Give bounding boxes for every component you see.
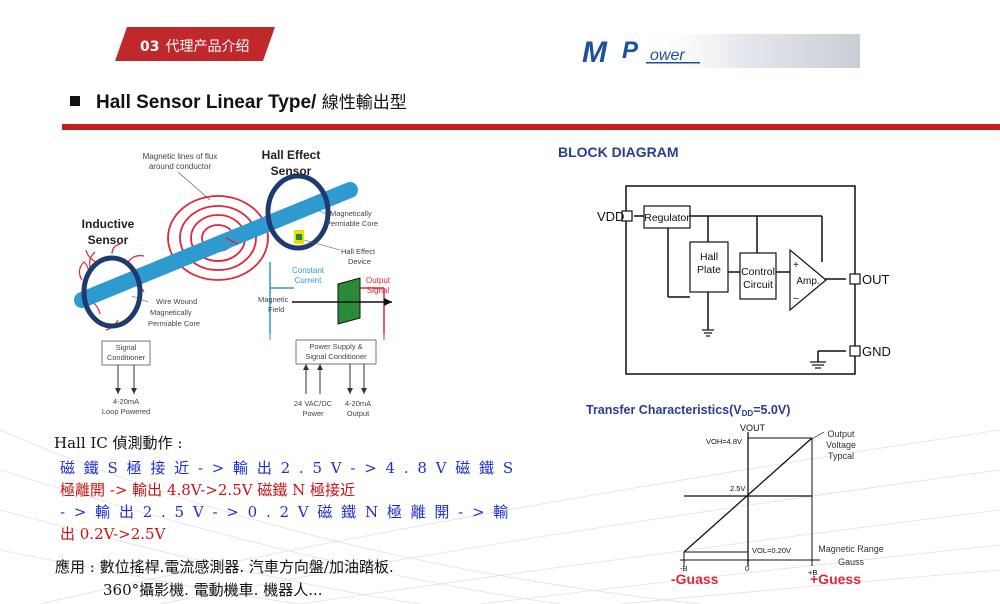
logo-p: P [622,37,639,64]
label-magnetic-field-1: Magnetic [258,295,289,304]
label-inductive-2: Sensor [88,233,129,247]
label-out-2: Output [347,409,370,418]
regulator-label: Regulator [644,212,690,224]
out-pin-label: OUT [862,272,890,287]
applications-line-1: 應用 : 數位搖桿.電流感測器. 汽車方向盤/加油踏板. [55,558,394,576]
label-output-signal-1: Output [366,276,391,285]
label-vac-1: 24 VAC/DC [294,399,333,408]
section-tag-background [115,27,275,61]
label-wire-wound-2: Magnetically [150,308,192,317]
applications: 應用 : 數位搖桿.電流感測器. 汽車方向盤/加油踏板. 360°攝影機. 電動… [55,556,394,600]
page-title: Hall Sensor Linear Type/ 線性輸出型 [70,88,407,114]
label-vac-2: Power [302,409,324,418]
tick-neg-b: -B [680,564,688,573]
label-magnetic-field-2: Field [268,305,284,314]
label-hall-device-2: Device [348,257,371,266]
label-flux-1: Magnetic lines of flux [143,152,218,161]
block-diagram: BLOCK DIAGRAM [558,144,891,375]
voh-label: VOH=4.8V [706,437,742,446]
label-inductive-1: Inductive [82,217,135,231]
hall-plate-label-1: Hall [700,251,718,263]
neg-gauss-label: -Guass [671,571,719,587]
tick-zero: 0 [745,564,749,573]
amp-minus: – [793,293,799,304]
v25-label: 2.5V [730,484,745,493]
label-wire-wound-1: Wire Wound [156,297,197,306]
title-main: Hall Sensor Linear Type/ [96,92,317,113]
hall-plate-label-2: Plate [697,264,721,276]
label-loop-2: Loop Powered [102,407,150,416]
magnetic-range-label: Magnetic Range [818,544,884,554]
legend-typical: Typcal [828,451,854,461]
gnd-pin-label: GND [862,344,891,359]
label-hall-device-1: Hall Effect [341,247,376,256]
pos-gauss-label: +Guess [810,571,861,587]
mpower-logo: M P ower [582,34,860,68]
label-power-supply-2: Signal Conditioner [305,352,367,361]
vdd-pin-label: VDD [597,209,624,224]
amp-plus: + [793,260,799,271]
label-output-signal-2: Signal [367,286,389,295]
transfer-characteristics: Transfer Characteristics(VDD=5.0V) VOUT … [586,403,884,587]
section-tag: 03 代理产品介绍 [140,36,249,56]
hall-ic-description: Hall IC 偵測動作 : 磁 鐵 S 極 接 近 - > 輸 出 2 . 5… [54,432,528,545]
hall-ic-heading: Hall IC 偵測動作 : [54,434,183,452]
title-divider [62,124,1000,130]
section-number: 03 [140,39,160,55]
label-perm-core-1: Magnetically [330,209,372,218]
amp-label: Amp. [796,276,819,287]
label-hall-effect-2: Sensor [271,164,312,178]
label-hall-effect-1: Hall Effect [262,148,321,162]
vout-label: VOUT [740,423,766,433]
label-signal-cond-2: Conditioner [107,353,146,362]
label-perm-core-2: Permiable Core [326,219,378,228]
control-label-1: Control [741,266,775,278]
vol-label: VOL=0.20V [752,546,791,555]
label-loop-1: 4-20mA [113,397,139,406]
block-diagram-title: BLOCK DIAGRAM [558,144,679,160]
legend-voltage: Voltage [826,440,856,450]
hall-ic-line-3: - > 輸 出 2 . 5 V - > 0 . 2 V 磁 鐵 N 極 離 開 … [60,503,511,521]
applications-line-2: 360°攝影機. 電動機車. 機器人... [103,581,323,599]
logo-ower: ower [650,47,685,64]
title-bullet [70,96,80,106]
control-label-2: Circuit [743,279,773,291]
logo-m: M [582,36,608,68]
section-label: 代理产品介绍 [165,39,250,55]
hall-ic-line-2: 極離開 -> 輸出 4.8V->2.5V 磁鐵 N 極接近 [60,481,356,499]
title-sub: 線性輸出型 [316,93,407,113]
transfer-title: Transfer Characteristics(VDD=5.0V) [586,403,790,418]
legend-output: Output [827,429,855,439]
label-signal-cond-1: Signal [116,343,137,352]
label-flux-2: around conductor [149,162,212,171]
label-out-1: 4-20mA [345,399,371,408]
label-const-current-2: Current [295,276,322,285]
label-const-current-1: Constant [292,266,325,275]
hall-ic-line-4: 出 0.2V->2.5V [60,525,166,543]
sensor-illustration: Magnetic lines of flux around conductor … [74,148,392,418]
label-power-supply-1: Power Supply & [309,342,362,351]
gauss-label: Gauss [838,557,865,567]
label-wire-wound-3: Permiable Core [148,319,200,328]
hall-ic-line-1: 磁 鐵 S 極 接 近 - > 輸 出 2 . 5 V - > 4 . 8 V … [60,459,516,477]
tick-pos-b: +B [808,568,817,577]
